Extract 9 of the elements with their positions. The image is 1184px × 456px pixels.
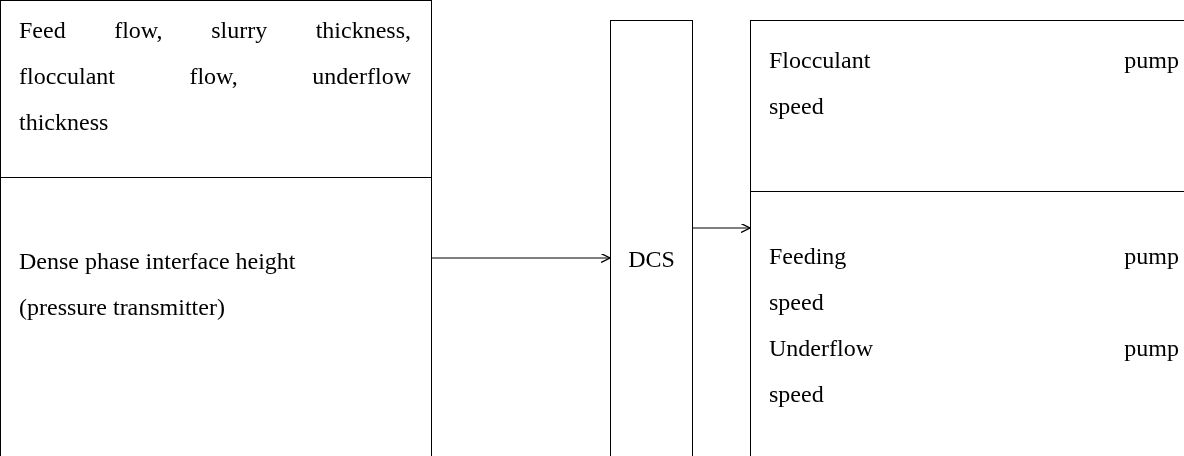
cell-text: Feeding pump speed <box>769 242 1179 317</box>
cell-text: Flocculant pump speed <box>769 46 1179 121</box>
cell-text: Feed flow, slurry thickness, flocculant flow, underflow thickness <box>19 16 411 137</box>
cell-text: Dense phase interface height (pressure transmitter) <box>19 247 297 322</box>
controller-box <box>610 20 693 456</box>
cell-text: Underflow pump speed <box>769 334 1179 409</box>
arrow <box>431 252 611 264</box>
arrow <box>692 222 751 234</box>
cell-text: DCS <box>627 245 676 274</box>
